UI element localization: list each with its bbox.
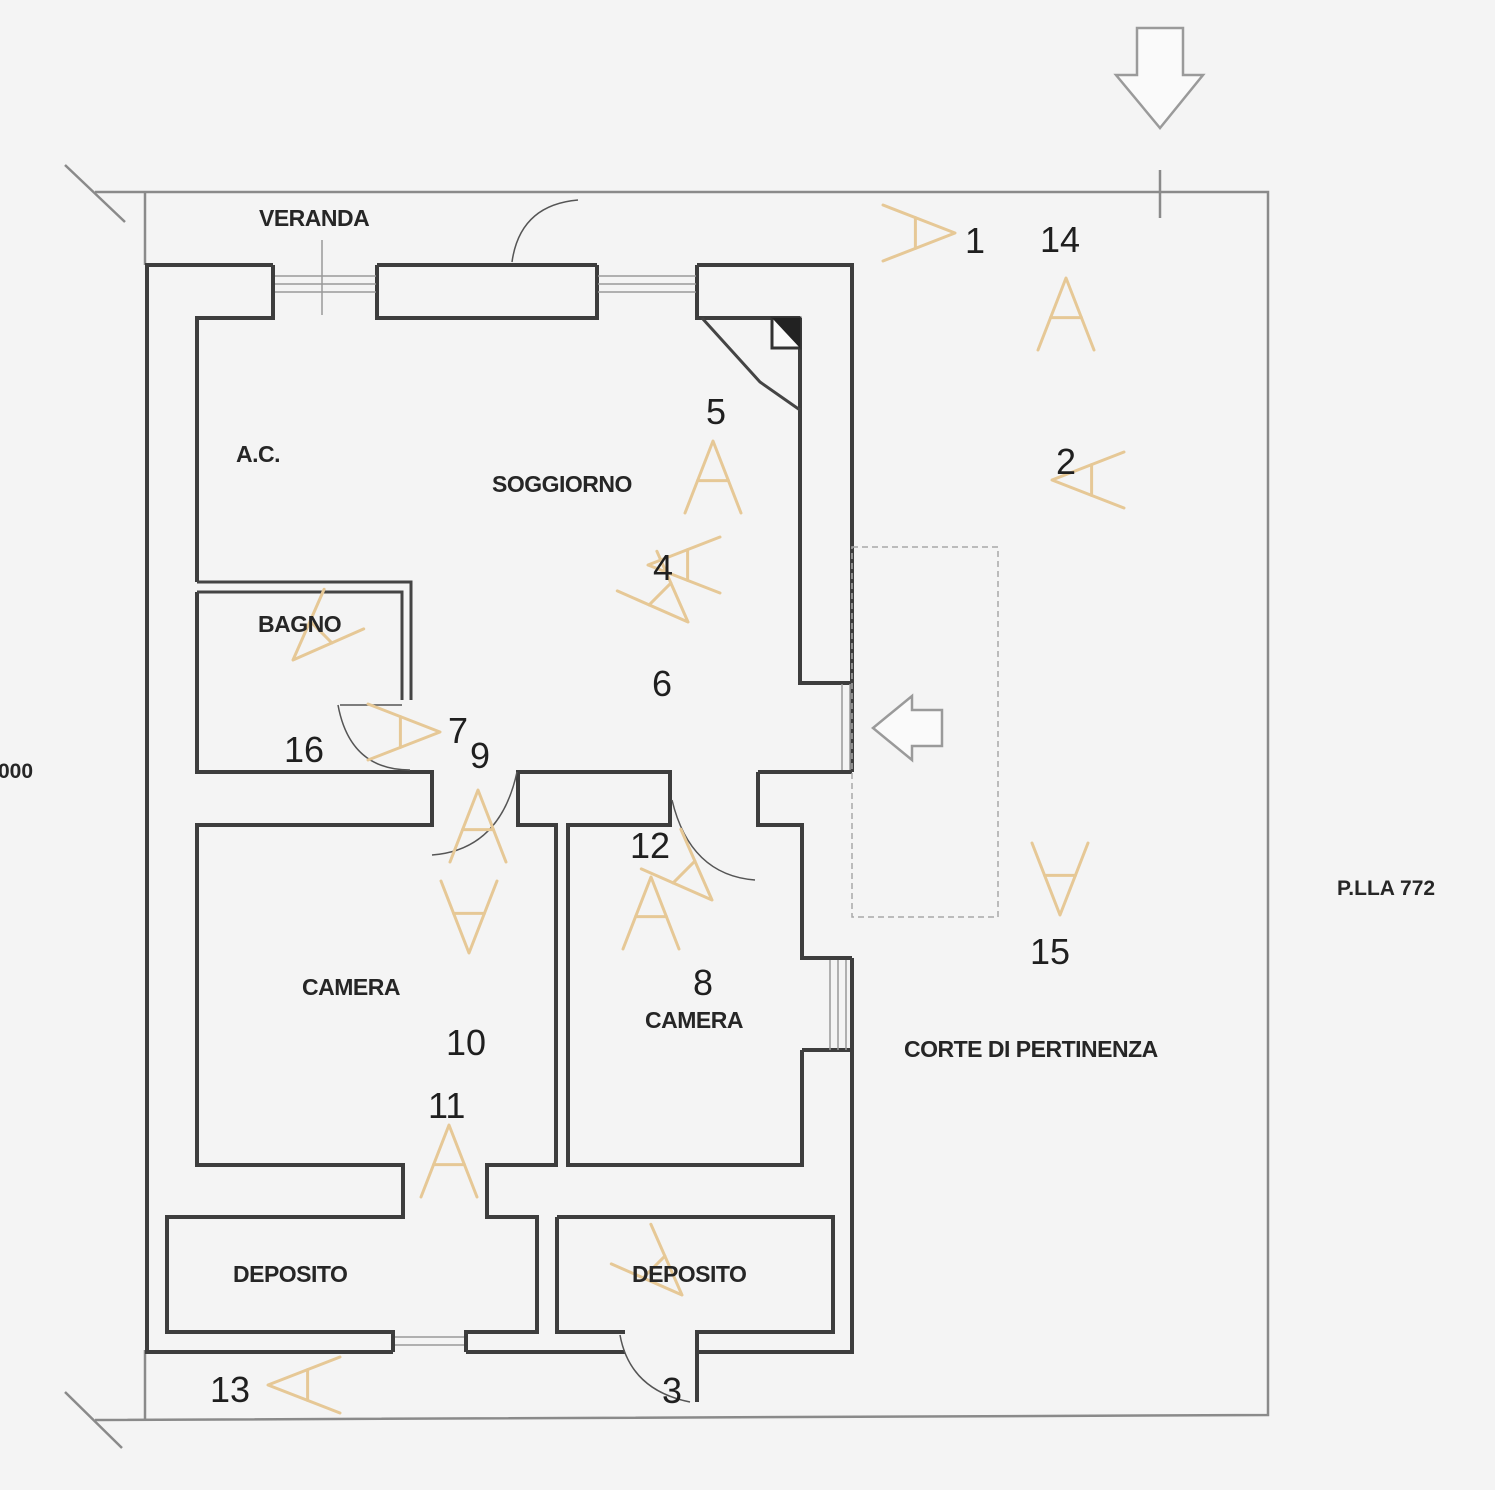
camera-viewpoint-icon — [1030, 841, 1090, 917]
camera-viewpoint-icon — [448, 788, 508, 864]
photo-point-15: 15 — [1030, 931, 1070, 972]
camera-viewpoint-icon — [615, 549, 690, 624]
corner-column-icon — [700, 316, 802, 412]
area-label-corte: CORTE DI PERTINENZA — [904, 1036, 1158, 1062]
photo-point-9: 9 — [470, 735, 490, 776]
camera-viewpoint-icon — [646, 535, 722, 595]
room-label-camera-left: CAMERA — [302, 974, 400, 1000]
door-swings — [337, 199, 756, 1403]
bathroom-walls — [197, 580, 413, 700]
camera-viewpoint-crossbar — [641, 1254, 667, 1280]
property-boundary — [64, 164, 1270, 1449]
room-label-veranda: VERANDA — [259, 205, 369, 231]
camera-viewpoint-crossbar — [671, 859, 697, 885]
room-label-deposito-left: DEPOSITO — [233, 1261, 347, 1287]
camera-viewpoint-icon — [291, 587, 366, 662]
camera-viewpoint-icon — [439, 879, 499, 955]
camera-viewpoint-icon — [609, 1222, 684, 1297]
camera-viewpoint-icon — [639, 827, 714, 902]
room-label-camera-right: CAMERA — [645, 1007, 743, 1033]
photo-point-14: 14 — [1040, 219, 1080, 260]
photo-point-13: 13 — [210, 1369, 250, 1410]
room-label-ac: A.C. — [236, 441, 280, 467]
camera-viewpoint-icon — [621, 875, 681, 951]
room-label-soggiorno: SOGGIORNO — [492, 471, 632, 497]
photo-point-16: 16 — [284, 729, 324, 770]
photo-point-8: 8 — [693, 962, 713, 1003]
camera-viewpoint-crossbar — [647, 581, 673, 607]
dashed-courtyard-outline — [851, 546, 999, 918]
camera-viewpoint-icon — [266, 1355, 342, 1415]
camera-viewpoint-icon — [1050, 450, 1126, 510]
photo-point-6: 6 — [652, 663, 672, 704]
photo-point-12: 12 — [630, 825, 670, 866]
windows — [275, 240, 851, 1346]
photo-point-2: 2 — [1056, 441, 1076, 482]
photo-point-5: 5 — [706, 391, 726, 432]
entry-arrow-down-icon — [1113, 26, 1206, 130]
photo-point-10: 10 — [446, 1022, 486, 1063]
photo-point-11: 11 — [428, 1085, 465, 1126]
camera-viewpoint-icon — [366, 702, 442, 762]
camera-viewpoint-icon — [1036, 276, 1096, 352]
entry-arrow-left-icon — [871, 693, 944, 763]
photo-point-7: 7 — [448, 710, 468, 751]
exterior-walls — [145, 263, 854, 1402]
room-label-deposito-right: DEPOSITO — [632, 1261, 746, 1287]
left-edge-label: 000 — [0, 760, 33, 783]
camera-viewpoint-icon — [683, 439, 743, 515]
room-label-bagno: BAGNO — [258, 611, 341, 637]
camera-viewpoints — [266, 203, 1126, 1415]
photo-point-1: 1 — [965, 220, 985, 261]
photo-point-4: 4 — [653, 547, 673, 588]
camera-viewpoint-icon — [881, 203, 957, 263]
camera-viewpoint-icon — [419, 1123, 479, 1199]
parcel-label: P.LLA 772 — [1337, 877, 1435, 900]
camera-viewpoint-crossbar — [308, 619, 334, 645]
photo-point-3: 3 — [662, 1370, 682, 1411]
